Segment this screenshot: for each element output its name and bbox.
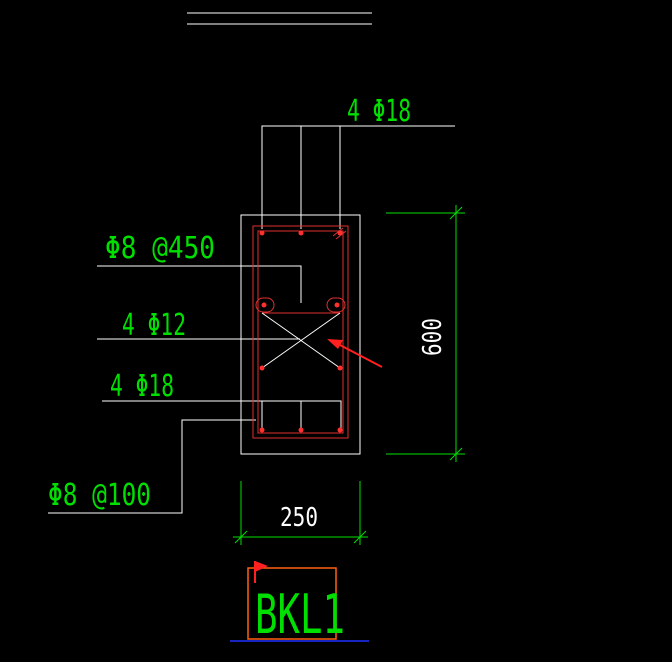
rebar-dot: [298, 427, 304, 433]
section-cross: [261, 312, 341, 369]
rebar-dot: [337, 365, 343, 371]
section-title-box: [247, 567, 337, 640]
middle-bars-label: 4 Φ12: [122, 308, 186, 343]
height-dimension-text: 600: [418, 318, 448, 356]
height-dimension: [386, 205, 465, 462]
rebar-stirrups: [252, 225, 349, 439]
stirrup-top-label: Φ8 @450: [105, 231, 215, 266]
width-dimension-text: 250: [280, 503, 318, 533]
section-title: BKL1: [255, 583, 345, 646]
red-arrow: [327, 339, 383, 368]
header-double-line: [187, 12, 372, 25]
stirrup-main-label: Φ8 @100: [48, 478, 151, 513]
rebar-dot: [259, 427, 265, 433]
bottom-bars-label: 4 Φ18: [110, 369, 174, 404]
rebar-dots: [259, 230, 343, 433]
rebar-dot: [298, 230, 304, 236]
rebar-dot: [337, 230, 343, 236]
rebar-dot: [334, 302, 340, 308]
rebar-dot: [261, 302, 267, 308]
top-bars-label: 4 Φ18: [347, 94, 411, 129]
flag-marker-icon: [254, 561, 268, 583]
rebar-dot: [259, 230, 265, 236]
rebar-dot: [259, 365, 265, 371]
rebar-dot: [337, 427, 343, 433]
width-dimension: [233, 481, 368, 545]
leader-lines: [48, 125, 455, 514]
